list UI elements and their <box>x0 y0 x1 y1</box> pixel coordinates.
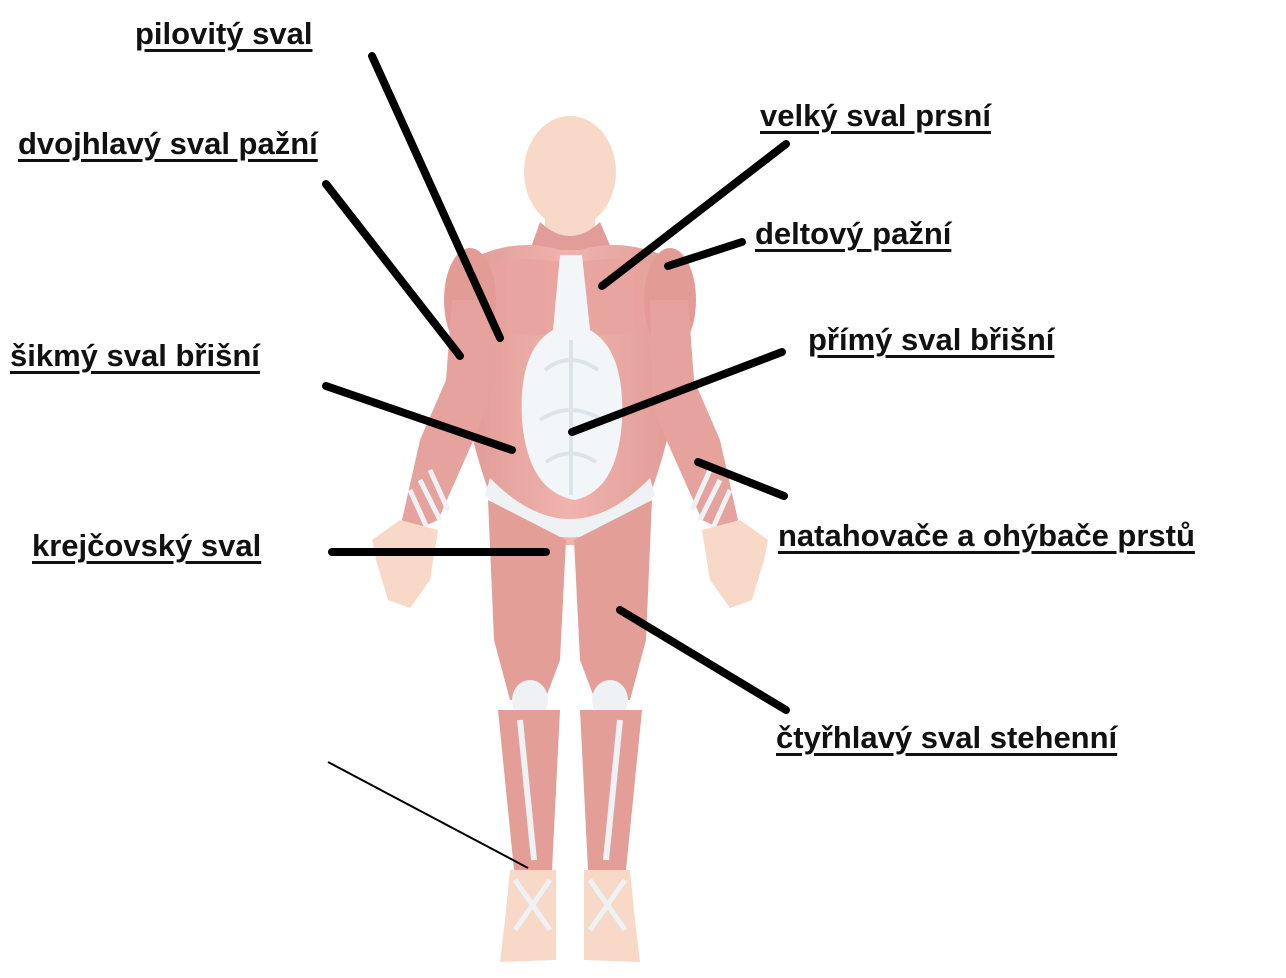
leader-pilovity <box>372 56 500 338</box>
head <box>524 116 616 245</box>
label-primy-sval-brisni: přímý sval břišní <box>808 324 1054 355</box>
hand-right <box>702 520 768 608</box>
label-krejcovsky-sval: krejčovský sval <box>32 530 261 561</box>
label-pilovity-sval: pilovitý sval <box>135 18 312 49</box>
label-ctyrhlavy-sval-stehenni: čtyřhlavý sval stehenní <box>776 722 1117 753</box>
leader-velky <box>602 144 786 286</box>
label-natahovace-a-ohybace-prstu: natahovače a ohýbače prstů <box>778 520 1195 551</box>
label-deltovy-pazni: deltový pažní <box>755 218 951 249</box>
label-sikmy-sval-brisni: šikmý sval břišní <box>10 340 260 371</box>
leader-ctyrhlavy <box>620 610 786 710</box>
hand-left <box>372 520 438 608</box>
label-velky-sval-prsni: velký sval prsní <box>760 100 991 131</box>
label-dvojhlavy-sval-pazni: dvojhlavý sval pažní <box>18 128 318 159</box>
leader-unlabeled <box>328 762 528 868</box>
